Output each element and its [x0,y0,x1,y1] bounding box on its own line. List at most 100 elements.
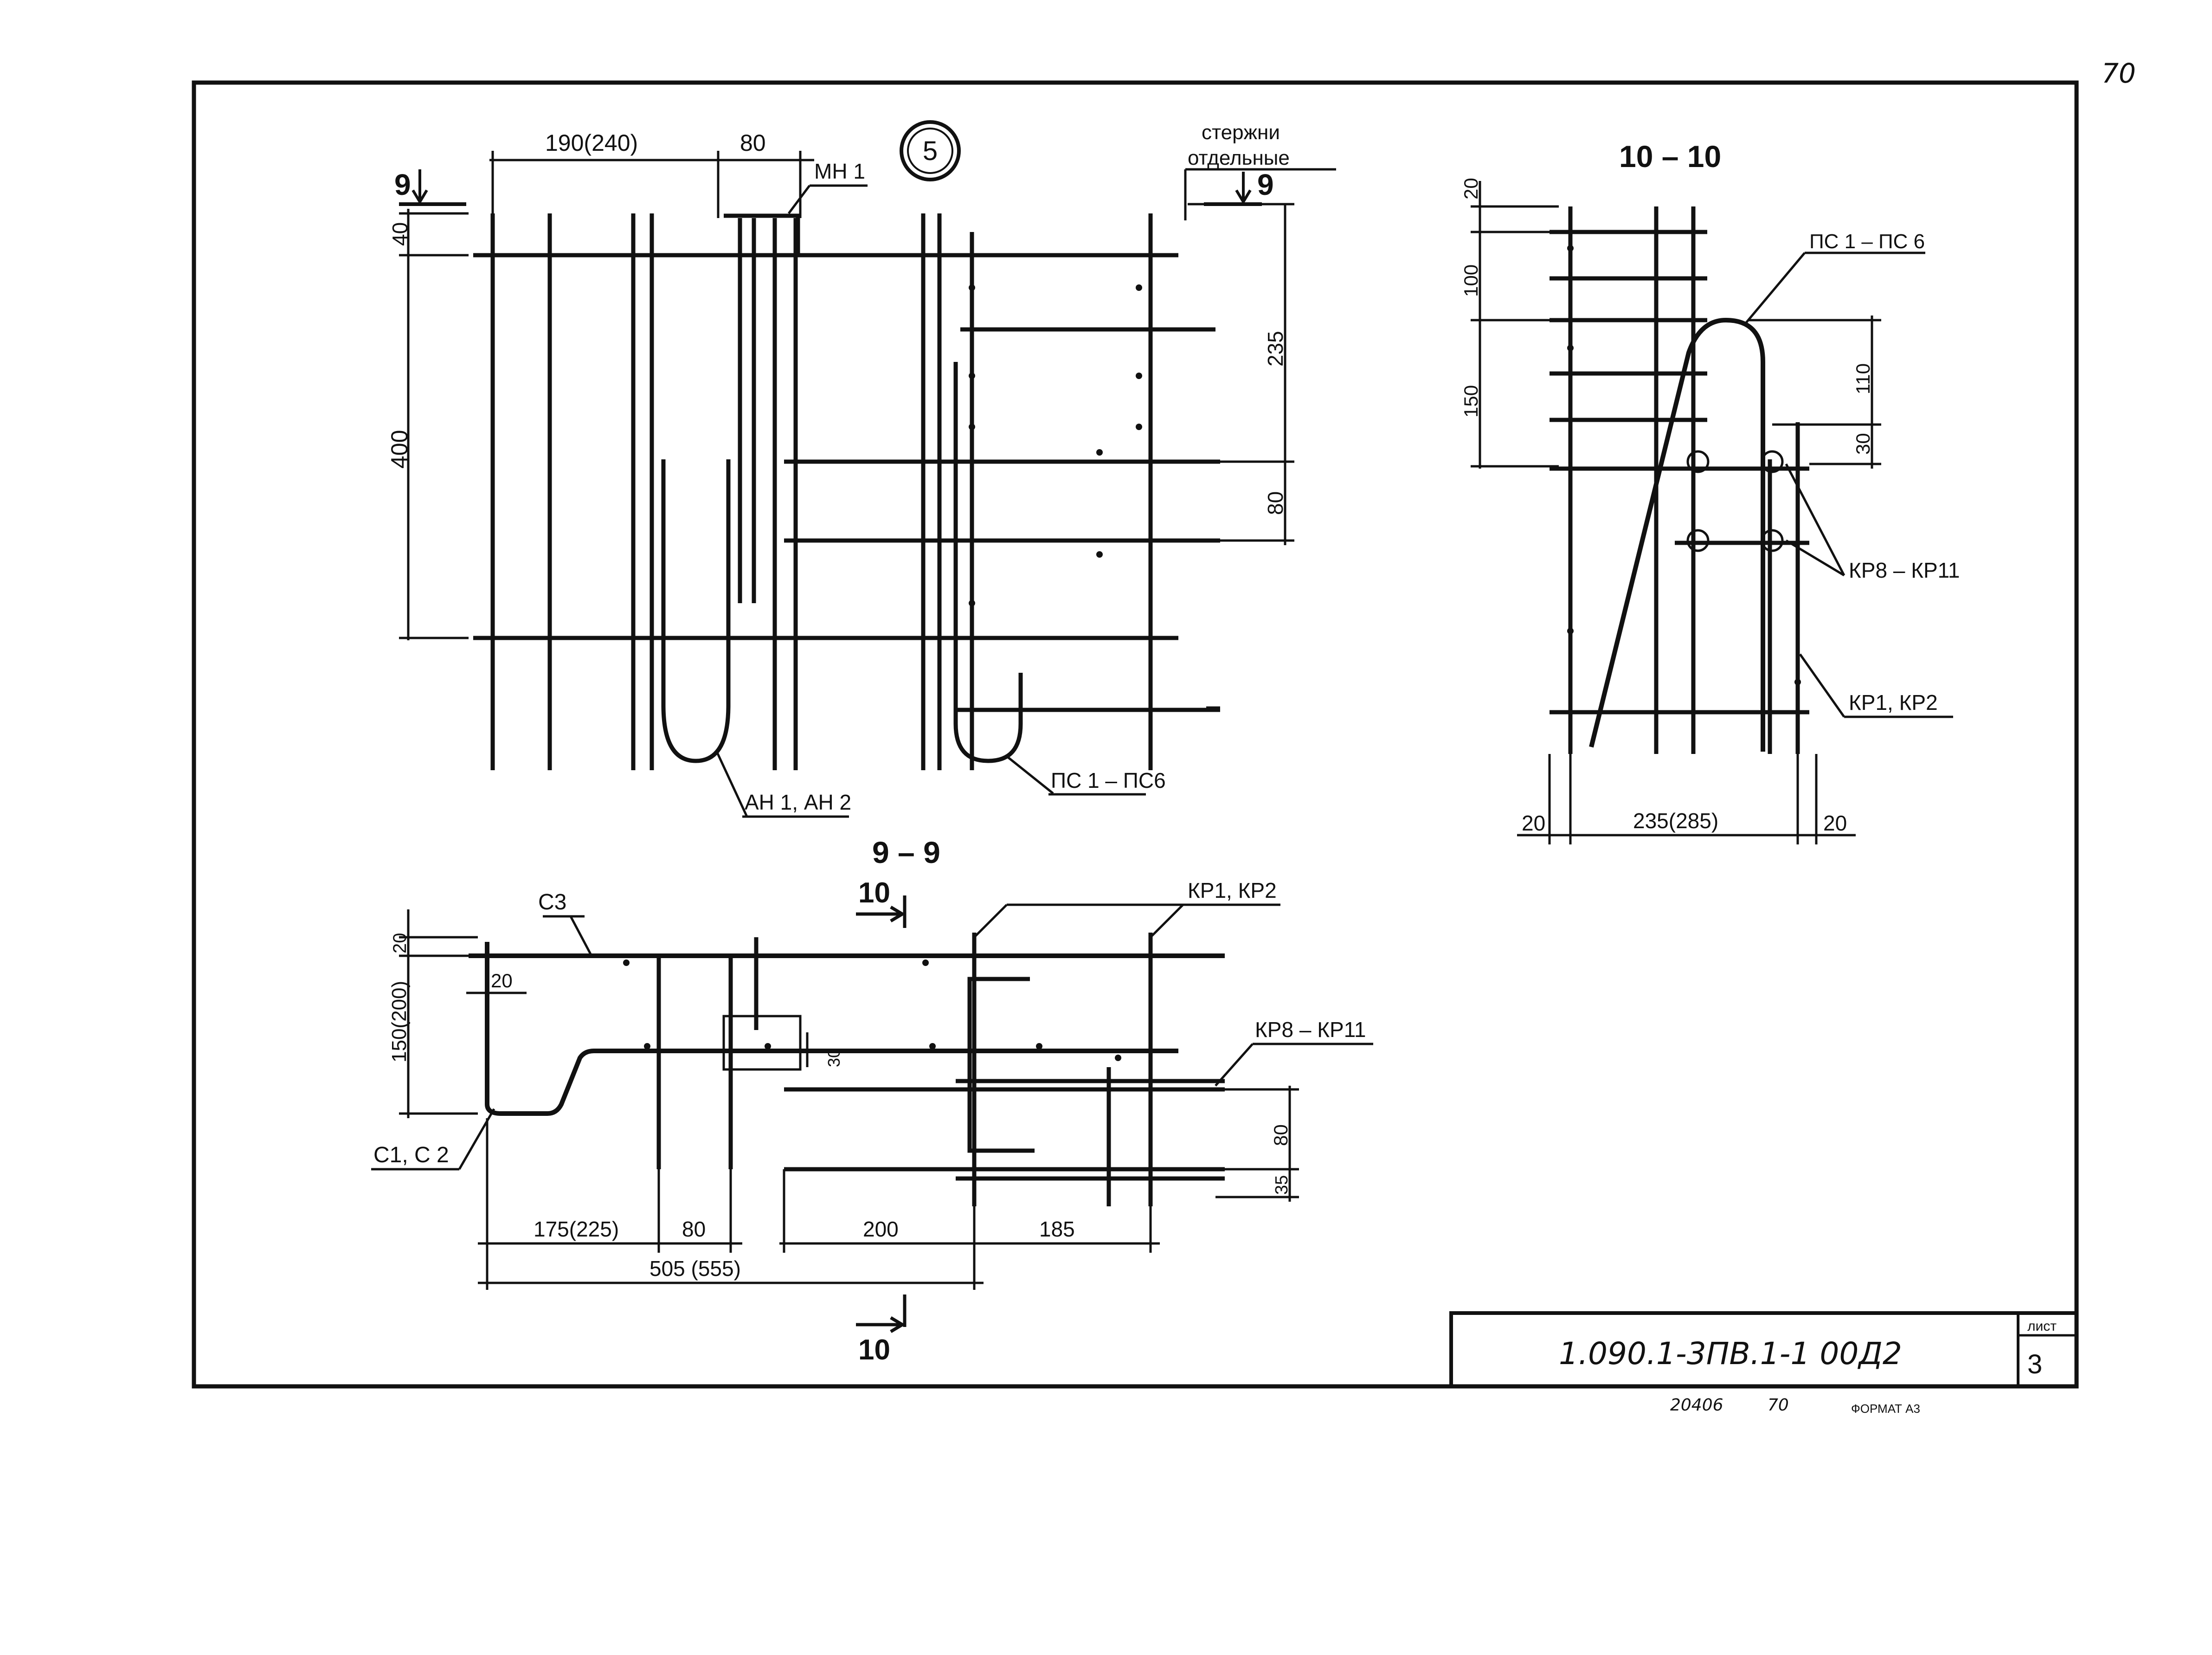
title-block-frame [1449,1311,2078,1388]
section-9-dim-80: 80 [682,1217,706,1241]
section-9-dim-200: 200 [863,1217,899,1241]
plan-dim-400: 400 [386,430,412,469]
section-10-ps-leader [1743,252,1806,326]
section-9-mark-bottom: 10 [858,1334,890,1366]
footer-num1: 20406 [1670,1396,1723,1415]
section-9-arrow-top [856,895,907,928]
plan-weld-dots [969,284,1142,606]
an-leader [715,751,748,818]
section-10-dim-235: 235(285) [1633,809,1718,833]
section-9-dim-lines-bottom [478,1118,1160,1290]
section-10-kr1-label: КР1, КР2 [1849,690,1938,715]
mn1-label: МН 1 [814,159,865,183]
section-9-dim-30: 30 [824,1049,843,1067]
plan-section-mark-right: 9 [1257,168,1274,201]
plan-horizontal-rods [473,253,1220,712]
section-9-kr1-leader-b [1150,904,1184,938]
section-9-dim-150: 150(200) [388,981,411,1063]
ps-leader [1006,755,1054,794]
rods-note-line2: отдельные [1188,147,1290,169]
section-9-mark-top: 10 [858,877,890,909]
section-9-kr8-leader [1215,1043,1254,1087]
section-9-hook-upper [967,977,1030,1081]
plan-vertical-rods [490,213,1153,770]
section-9-vertical-rods [656,933,1153,1206]
section-9-kr1-label: КР1, КР2 [1188,878,1277,902]
section-9-arrow-bottom [856,1294,907,1333]
section-10-weld-circles [1686,450,1784,552]
section-9-hook-lower [967,1081,1035,1153]
section-10-kr8-leader-a [1785,463,1845,576]
section-10-view: 10 – 10 [1460,139,1960,844]
section-9-horizontal-bars [784,1079,1225,1181]
section-9-dim-lines-right [1215,1086,1299,1202]
plan-section-arrow-right [1235,172,1252,205]
c1-c2-rod [485,942,1178,1116]
plan-dim-40: 40 [388,222,412,246]
c3-label: С3 [538,890,566,914]
plan-section-arrow-left [412,169,428,205]
c1-leader [458,1108,495,1170]
detail-marker-circle [900,120,961,181]
an-label: АН 1, АН 2 [745,790,851,814]
section-10-vertical-rods [1568,206,1800,754]
section-9-dim-20-small: 20 [491,970,513,992]
section-9-kr8-label: КР8 – КР11 [1255,1017,1366,1042]
mn1-hook-rod [724,213,800,255]
format-label: ФОРМАТ А3 [1851,1402,1920,1416]
section-9-weld-dots [623,960,1121,1061]
rods-note-line1: стержни [1202,121,1280,144]
sheet-label: лист [2027,1319,2057,1334]
section-10-dim-110: 110 [1852,363,1874,394]
section-10-dim-100: 100 [1460,264,1482,297]
section-9-dim-35-right: 35 [1272,1175,1292,1195]
ps-u-rod [953,362,1023,763]
section-10-ps-label: ПС 1 – ПС 6 [1809,230,1925,253]
plan-dim-190: 190(240) [545,130,638,156]
detail-marker-number: 5 [923,136,938,166]
plan-dim-lines-right [1188,203,1294,709]
section-9-plate-box [722,1015,802,1071]
section-10-dim-150: 150 [1460,385,1482,418]
title-block: 1.090.1-3ПВ.1-1 00Д2 лист 3 20406 70 ФОР… [1449,1311,2078,1416]
section-9-title: 9 – 9 [872,835,940,869]
section-9-dim-505: 505 (555) [649,1256,741,1281]
section-10-title: 10 – 10 [1619,139,1721,174]
footer-num2: 70 [1768,1396,1789,1415]
section-10-kr8-leader-b [1785,539,1845,577]
plan-dim-235: 235 [1263,331,1287,367]
ps-label: ПС 1 – ПС6 [1051,768,1166,792]
page-number: 70 [2102,58,2136,89]
section-10-kr8-label: КР8 – КР11 [1849,558,1960,582]
doc-code: 1.090.1-3ПВ.1-1 00Д2 [1559,1336,1902,1372]
c3-leader [569,915,593,957]
section-9-dim-80-right: 80 [1270,1124,1292,1146]
drawing-frame [192,80,2079,1389]
section-9-dim-175: 175(225) [534,1217,619,1241]
plan-dim-lines-top [489,151,814,218]
section-10-dim-20-left: 20 [1522,811,1545,835]
plan-dim-lines-left [399,209,469,640]
section-9-kr1-leader-a [973,904,1008,938]
detail-marker-inner [907,128,953,174]
section-10-kr1-leader [1799,653,1845,718]
section-10-dim-30: 30 [1852,433,1874,455]
sheet-number: 3 [2027,1349,2042,1379]
section-9-dim-185: 185 [1039,1217,1075,1241]
section-10-dim-lines-bottom [1517,754,1856,844]
section-9-dim-20-top: 20 [390,933,410,954]
section-10-ps-rod [1589,317,1765,752]
c1-label: С1, С 2 [373,1143,449,1167]
section-9-view: 9 – 9 10 10 [371,835,1373,1366]
section-10-weld-dots [1567,245,1801,685]
plan-view: 190(240) 80 МН 1 5 стержни отдельные 9 9… [386,120,1336,818]
section-10-dim-lines-left [1471,181,1559,469]
section-9-dim-lines-left [399,909,527,1118]
an-u-rod [661,459,731,763]
plan-dim-80: 80 [740,130,766,156]
mn1-leader [788,185,810,214]
section-10-dim-20-top: 20 [1460,178,1482,200]
section-10-dim-lines-right [1749,316,1881,469]
plan-dim-80-right: 80 [1263,491,1287,515]
